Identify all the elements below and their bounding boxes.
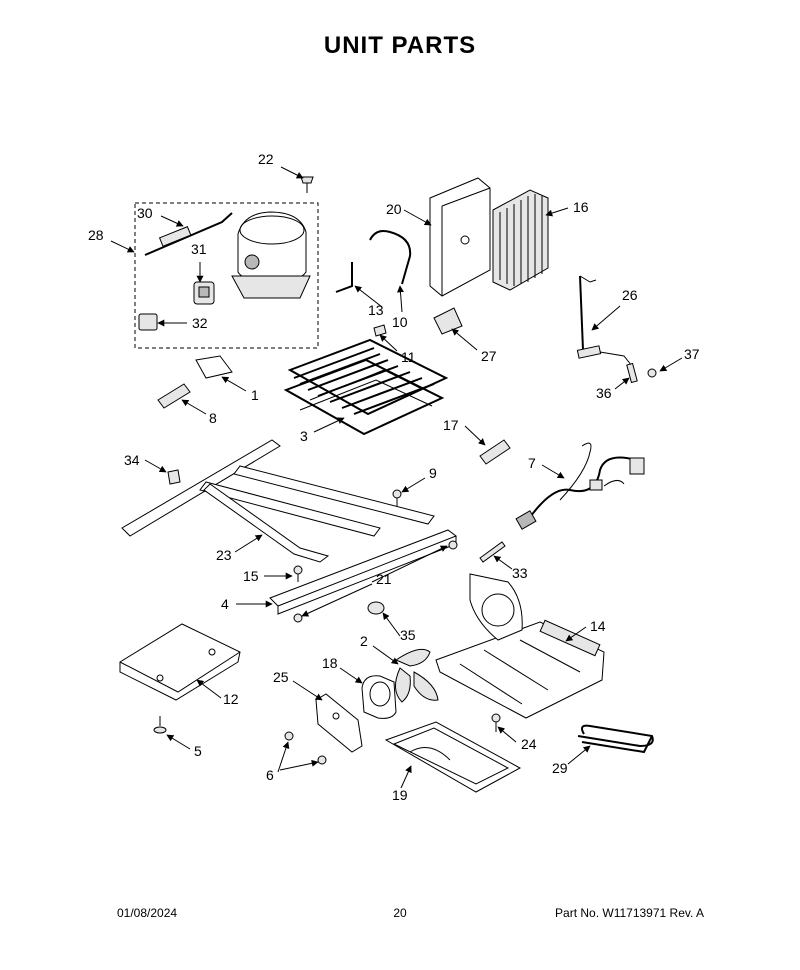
part-tube-13 xyxy=(335,262,353,293)
callout-36: 36 xyxy=(596,385,612,401)
part-tube-30 xyxy=(144,212,233,256)
callout-1: 1 xyxy=(251,387,259,403)
callout-30: 30 xyxy=(137,205,153,221)
callout-34: 34 xyxy=(124,452,140,468)
footer-part-number: Part No. W11713971 Rev. A xyxy=(555,906,704,920)
part-screw-9 xyxy=(392,489,402,508)
part-bolt-33 xyxy=(479,541,506,563)
part-heater-29 xyxy=(577,724,654,754)
part-fan-blade-2 xyxy=(394,648,439,703)
part-drain-pan-19 xyxy=(384,721,522,793)
part-coil-3 xyxy=(283,338,449,436)
part-floor-14 xyxy=(435,573,605,719)
part-insulation-8 xyxy=(157,383,191,409)
callout-16: 16 xyxy=(573,199,589,215)
callout-17: 17 xyxy=(443,417,459,433)
part-motor-18 xyxy=(361,675,397,719)
part-screw-22 xyxy=(300,176,314,193)
part-grommet-35 xyxy=(367,601,385,615)
callout-8: 8 xyxy=(209,410,217,426)
callout-31: 31 xyxy=(191,241,207,257)
part-compressor xyxy=(231,211,311,299)
callout-26: 26 xyxy=(622,287,638,303)
callout-7: 7 xyxy=(528,455,536,471)
part-screw-21b xyxy=(293,613,303,623)
callout-9: 9 xyxy=(429,465,437,481)
part-heater-26 xyxy=(576,275,633,367)
part-pad-27 xyxy=(433,307,463,335)
callout-28: 28 xyxy=(88,227,104,243)
callout-5: 5 xyxy=(194,743,202,759)
part-cover-12 xyxy=(119,623,241,701)
callout-15: 15 xyxy=(243,568,259,584)
callout-21: 21 xyxy=(376,571,392,587)
part-screw-21a xyxy=(448,540,458,550)
callout-33: 33 xyxy=(512,565,528,581)
callout-37: 37 xyxy=(684,346,700,362)
page-title: UNIT PARTS xyxy=(323,32,477,59)
footer-page-number: 20 xyxy=(393,906,407,920)
callout-24: 24 xyxy=(521,736,537,752)
part-condenser-16 xyxy=(492,189,549,291)
footer-date: 01/08/2024 xyxy=(117,906,178,920)
callout-12: 12 xyxy=(223,691,239,707)
part-screw-6b xyxy=(317,755,327,765)
part-screw-6a xyxy=(284,731,294,741)
callout-35: 35 xyxy=(400,627,416,643)
part-cover-1 xyxy=(195,355,233,379)
callout-2: 2 xyxy=(360,633,368,649)
part-harness-7 xyxy=(515,442,645,530)
callout-10: 10 xyxy=(392,314,408,330)
part-clip-34 xyxy=(167,469,181,485)
callout-32: 32 xyxy=(192,315,208,331)
part-clip-11 xyxy=(373,324,387,337)
part-screw-15 xyxy=(293,565,303,582)
part-screw-37 xyxy=(647,368,657,378)
callout-14: 14 xyxy=(590,618,606,634)
leader-lines xyxy=(110,166,683,789)
part-overload-32 xyxy=(138,313,158,331)
callout-19: 19 xyxy=(392,787,408,803)
callout-25: 25 xyxy=(273,669,289,685)
callout-20: 20 xyxy=(386,201,402,217)
callout-labels: 22 30 28 31 32 20 16 13 10 11 27 26 37 3… xyxy=(88,151,700,803)
callout-22: 22 xyxy=(258,151,274,167)
part-clip-36 xyxy=(626,362,638,384)
callout-4: 4 xyxy=(221,596,229,612)
compressor-assembly-box xyxy=(134,202,319,349)
callout-6: 6 xyxy=(266,767,274,783)
part-bracket-25 xyxy=(315,693,363,753)
part-relay-31 xyxy=(193,281,215,305)
callout-11: 11 xyxy=(401,349,416,365)
callout-27: 27 xyxy=(481,348,497,364)
callout-13: 13 xyxy=(368,302,384,318)
part-frame-23 xyxy=(121,439,435,563)
callout-23: 23 xyxy=(216,547,232,563)
part-insulation-17 xyxy=(479,439,511,465)
part-tube-10 xyxy=(369,230,412,285)
part-rail-21 xyxy=(269,529,458,615)
part-screw-5 xyxy=(153,716,167,734)
callout-18: 18 xyxy=(322,655,338,671)
part-shroud-20 xyxy=(429,177,491,297)
part-screw-24 xyxy=(491,713,501,732)
callout-3: 3 xyxy=(300,428,308,444)
callout-29: 29 xyxy=(552,760,568,776)
